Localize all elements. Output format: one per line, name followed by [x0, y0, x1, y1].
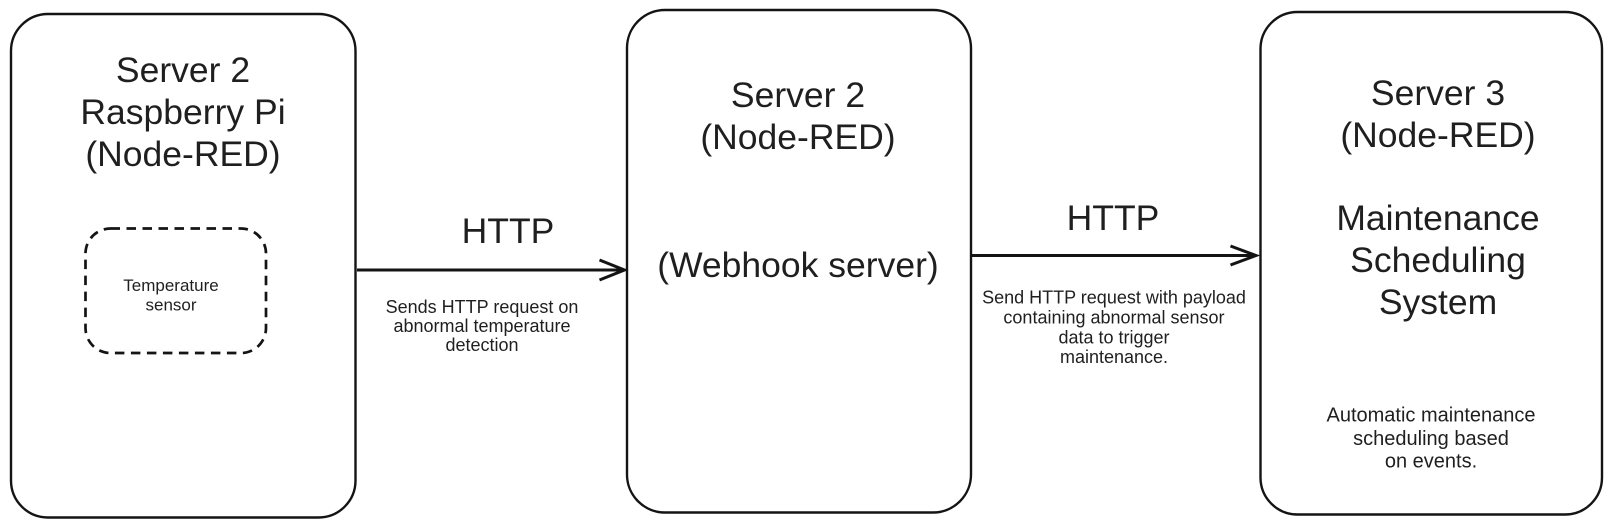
- svg-text:HTTP: HTTP: [462, 211, 555, 251]
- svg-text:Server 2: Server 2: [731, 75, 865, 115]
- svg-text:abnormal temperature: abnormal temperature: [393, 316, 570, 336]
- svg-text:System: System: [1379, 282, 1497, 322]
- svg-text:maintenance.: maintenance.: [1060, 347, 1168, 367]
- svg-text:HTTP: HTTP: [1067, 198, 1160, 238]
- svg-text:sensor: sensor: [145, 296, 196, 315]
- svg-text:Sends HTTP request on: Sends HTTP request on: [386, 297, 579, 317]
- svg-text:Send HTTP request with payload: Send HTTP request with payload: [982, 288, 1246, 308]
- svg-text:Temperature: Temperature: [123, 276, 218, 295]
- svg-text:Scheduling: Scheduling: [1350, 240, 1526, 280]
- svg-text:scheduling based: scheduling based: [1353, 428, 1509, 450]
- svg-text:on events.: on events.: [1385, 451, 1477, 473]
- svg-text:detection: detection: [445, 335, 518, 355]
- svg-text:(Node-RED): (Node-RED): [700, 117, 895, 157]
- svg-text:Automatic maintenance: Automatic maintenance: [1326, 405, 1535, 427]
- svg-text:containing abnormal sensor: containing abnormal sensor: [1003, 308, 1224, 328]
- svg-text:Server 3: Server 3: [1371, 73, 1505, 113]
- svg-text:(Webhook server): (Webhook server): [657, 245, 938, 285]
- svg-text:Server 2: Server 2: [116, 50, 250, 90]
- svg-text:data to trigger: data to trigger: [1058, 327, 1169, 347]
- svg-text:Maintenance: Maintenance: [1336, 198, 1539, 238]
- svg-text:(Node-RED): (Node-RED): [1340, 115, 1535, 155]
- svg-text:Raspberry Pi: Raspberry Pi: [80, 92, 285, 132]
- svg-text:(Node-RED): (Node-RED): [85, 134, 280, 174]
